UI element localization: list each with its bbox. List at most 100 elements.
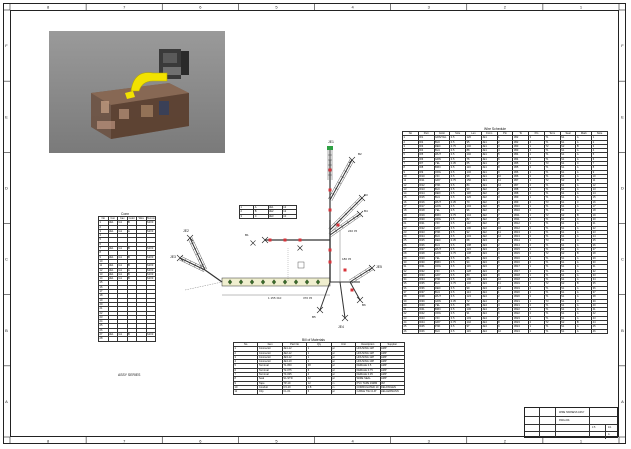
wire-table-cell: JB24 <box>512 328 530 334</box>
label-je5: JE5 <box>376 265 382 269</box>
left-table-cell: S1X3 <box>145 254 156 261</box>
wire-table-cell: 0.5 <box>449 328 467 334</box>
bom-table-cell: DELFINGEN <box>379 384 406 391</box>
branch-rung <box>200 263 205 266</box>
left-table-row: 26 <box>98 327 156 334</box>
inner-frame <box>10 10 619 437</box>
harness-3d-render <box>49 31 225 153</box>
label-je2: JE2 <box>183 229 189 233</box>
connector-cross <box>368 264 376 272</box>
zone-label-top: 5 <box>275 5 278 10</box>
branch-rung <box>352 216 356 220</box>
connector-cross <box>250 240 256 246</box>
clip-marker <box>336 223 340 227</box>
left-table-caption: Conn <box>121 212 130 216</box>
left-table-cell: S1X3 <box>145 276 156 282</box>
clip-marker <box>343 268 347 272</box>
title-block-rev: A <box>608 433 610 436</box>
zone-label-bottom: 6 <box>199 439 202 444</box>
left-table-cell: S1X3 <box>145 263 156 269</box>
zone-label-left: E <box>5 114 8 119</box>
wire-table-cell: 46 <box>402 328 419 334</box>
branch-rung <box>193 247 197 250</box>
branch-rung <box>340 176 345 179</box>
connector-head-green <box>327 146 333 150</box>
bom-caption: Bill of Materials <box>302 338 325 342</box>
left-table-cell <box>107 336 118 342</box>
wire-table-cell: T1 <box>543 328 561 334</box>
zone-label-top: 1 <box>580 5 583 10</box>
branch-rung <box>333 223 337 227</box>
zone-label-bottom: 1 <box>580 439 583 444</box>
zone-label-right: E <box>621 114 624 119</box>
label-je3: JE3 <box>170 255 176 259</box>
zone-label-right: D <box>621 185 624 190</box>
clip-marker <box>283 238 287 242</box>
bom-table-cell: CL-01 <box>281 389 308 395</box>
zone-label-top: 6 <box>199 5 202 10</box>
label-b3: B3 <box>364 193 368 197</box>
branch-rung <box>355 201 359 205</box>
branch-edge <box>331 160 354 202</box>
bom-table-cell: CORRUGATED 10 <box>355 384 381 391</box>
zone-label-bottom: 8 <box>47 439 50 444</box>
zone-label-bottom: 2 <box>504 439 507 444</box>
left-table-header-cell: Terminal <box>145 215 156 222</box>
wire-table-cell: 119 <box>465 328 482 334</box>
bom-table-cell: PVC TAPE 19MM <box>355 380 381 387</box>
zone-label-left: A <box>5 399 8 404</box>
branch-rung <box>183 258 187 263</box>
label-je4: JE4 <box>338 325 344 329</box>
branch-rung <box>346 220 350 225</box>
title-block-scale: 1:5 <box>592 426 596 429</box>
branch-rung <box>193 263 197 268</box>
connector-cross <box>341 314 349 322</box>
connector-cross <box>261 236 269 244</box>
wire-table-header-cell: Note <box>591 130 608 137</box>
label-b1: B1 <box>245 233 249 237</box>
branch-rung <box>337 181 342 184</box>
clip-marker <box>350 288 354 292</box>
left-table-cell <box>126 336 137 342</box>
branch-rung <box>334 187 339 190</box>
bom-table-cell: pc <box>330 389 357 395</box>
zone-label-top: 7 <box>123 5 126 10</box>
left-table-row: 2 <box>98 224 156 230</box>
bom-table-cell: CABLE TIE CLIP <box>355 389 381 395</box>
left-table-cell <box>136 336 147 342</box>
tape-marker <box>238 279 244 285</box>
wire-table-cell: 46 <box>591 328 608 334</box>
branch-rung <box>188 260 192 265</box>
harness-3d-preview <box>49 31 225 153</box>
branch-rung <box>331 193 335 196</box>
title-block-drawing-no: DWG-001 <box>559 419 570 422</box>
dim-label-4: 240 ±5 <box>348 229 357 233</box>
zone-label-top: 3 <box>428 5 431 10</box>
label-je1: JE1 <box>328 140 334 144</box>
left-table-row: 8 <box>98 250 156 256</box>
wire-table-cell: BLK <box>433 328 451 334</box>
tape-marker <box>249 279 255 285</box>
branch-rung <box>195 252 200 256</box>
left-table-cell: S1X3 <box>145 228 156 235</box>
title-block-sheet: 1/1 <box>608 426 612 429</box>
clip-marker <box>328 260 332 264</box>
left-table-cell: S1X3 <box>145 267 156 273</box>
tape-marker <box>271 279 277 285</box>
left-table-cell: S1X3 <box>145 331 156 338</box>
zone-label-right: B <box>621 328 624 333</box>
clip-marker <box>328 168 332 172</box>
branch-rung <box>339 217 343 221</box>
dim-label-3: 180 ±5 <box>342 257 351 261</box>
zone-label-right: C <box>621 257 624 262</box>
